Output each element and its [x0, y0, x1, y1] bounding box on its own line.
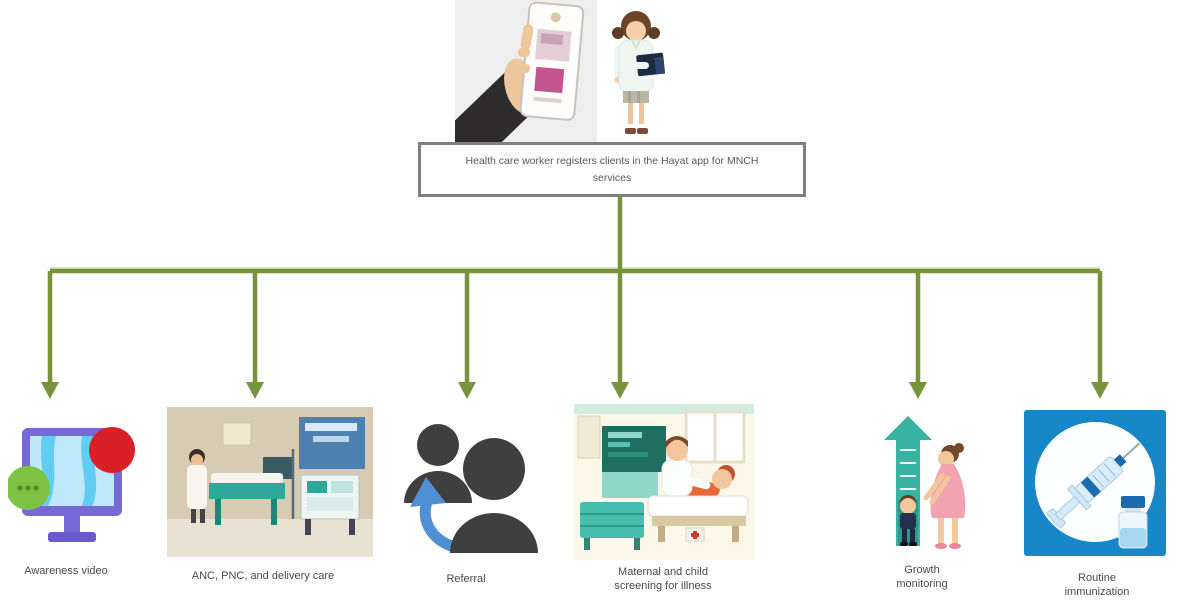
app-logo — [550, 12, 561, 23]
red-alert-circle — [89, 427, 135, 473]
monitor-base — [48, 532, 96, 542]
doctor-face — [666, 439, 688, 461]
doctor-face — [191, 454, 203, 466]
supply-cart — [580, 502, 644, 538]
shoe — [637, 128, 648, 134]
vial-cap — [1121, 496, 1145, 508]
bed-frame — [652, 516, 746, 526]
growth-chart-column — [884, 416, 932, 546]
branch-label-referral: Referral — [446, 573, 486, 585]
vaccine-vial — [1118, 496, 1148, 549]
monitor-video-chat-icon — [8, 427, 135, 542]
bed-mattress — [647, 495, 749, 517]
syringe — [1046, 442, 1141, 528]
branch-label-immunization: Routine immunization — [1064, 572, 1130, 598]
tablet — [636, 52, 666, 77]
skirt — [623, 91, 649, 103]
bassinet-mattress — [211, 473, 283, 483]
monitor-stand — [64, 516, 80, 532]
leg — [639, 103, 644, 127]
arrowheads — [41, 382, 1109, 399]
hair-bun — [954, 443, 964, 453]
hand-holding-phone-illustration — [455, 0, 597, 142]
connector-tree — [47, 197, 1103, 384]
doctor-coat — [187, 465, 207, 509]
syringe-vaccine-icon — [1024, 410, 1166, 556]
root-process-text: Health care worker registers clients in … — [465, 154, 759, 184]
branch-label-anc-pnc-delivery: ANC, PNC, and delivery care — [191, 570, 335, 582]
doctor-arm — [684, 476, 711, 490]
phone — [519, 1, 585, 121]
branch-label-growth-monitoring: Growth monitoring — [896, 564, 948, 590]
arm — [633, 62, 649, 69]
mother-face — [938, 451, 954, 467]
finger — [518, 64, 530, 73]
mother-arm — [923, 473, 945, 501]
room-floor — [167, 519, 373, 557]
vial-liquid — [1120, 528, 1146, 547]
branch-label-screening: Maternal and child screening for illness — [614, 566, 712, 592]
referral-arrow — [410, 477, 457, 553]
shoe — [625, 128, 636, 134]
referral-people-arrow-icon — [404, 424, 538, 553]
child-face — [900, 498, 916, 514]
face — [626, 21, 646, 41]
health-worker-illustration — [612, 11, 666, 134]
person-silhouette-front — [450, 438, 538, 553]
child-face — [712, 469, 732, 489]
plunger-seal — [1080, 476, 1101, 498]
mother-dress — [930, 464, 966, 518]
branch-label-awareness-video: Awareness video — [24, 565, 108, 577]
growth-monitoring-illustration — [884, 416, 966, 549]
child-body — [900, 513, 916, 529]
person-silhouette-back — [404, 424, 472, 503]
root-process-box: Health care worker registers clients in … — [418, 142, 806, 197]
leg — [628, 103, 633, 127]
delivery-room-illustration — [167, 407, 373, 557]
finger — [518, 48, 530, 57]
needle — [1122, 442, 1141, 459]
thumb — [520, 24, 534, 50]
child-screening-illustration — [574, 404, 754, 560]
bassinet — [209, 483, 285, 499]
